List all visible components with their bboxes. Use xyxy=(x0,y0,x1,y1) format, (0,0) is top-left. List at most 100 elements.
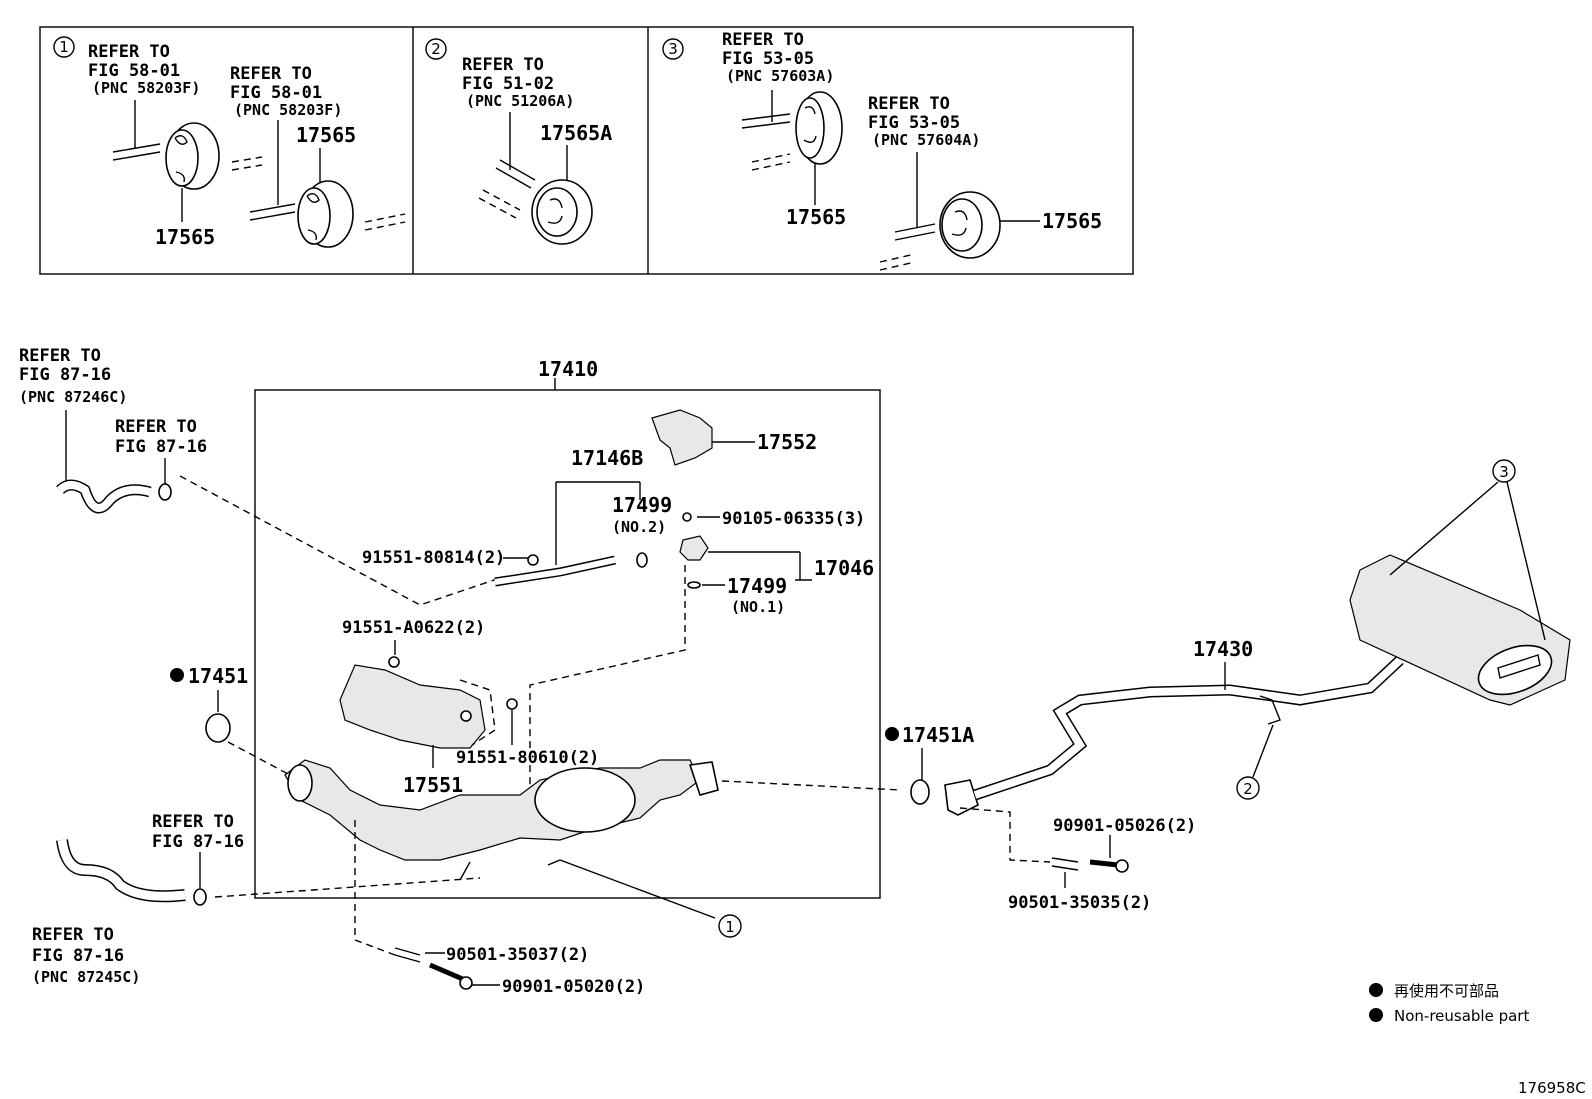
label-17430: 17430 xyxy=(1193,637,1253,661)
inset-1-ref-b-line2: FIG 58-01 xyxy=(230,83,322,103)
legend-en: Non-reusable part xyxy=(1394,1007,1529,1025)
label-91551-80610: 91551-80610(2) xyxy=(456,748,599,768)
label-17146b: 17146B xyxy=(571,446,643,470)
label-90901-05026: 90901-05026(2) xyxy=(1053,816,1196,836)
gasket-icon xyxy=(910,779,930,805)
label-90501-35035: 90501-35035(2) xyxy=(1008,893,1151,913)
figure-id: 176958C xyxy=(1518,1079,1586,1097)
non-reusable-marker-icon xyxy=(885,727,899,741)
converter-assembly xyxy=(284,759,719,919)
inset-1-part-label-a: 17565 xyxy=(155,225,215,249)
label-90501-35037: 90501-35037(2) xyxy=(446,945,589,965)
inset-1-number: 1 xyxy=(59,38,69,56)
part-17046: 90105-06335(3) 17046 17499 (NO.1) xyxy=(529,509,874,810)
label-17451: 17451 xyxy=(188,664,248,688)
ref-87-16-lower-line1: REFER TO xyxy=(152,812,234,832)
label-no1: (NO.1) xyxy=(731,598,785,616)
label-91551-a0622: 91551-A0622(2) xyxy=(342,618,485,638)
inset-frame xyxy=(39,26,1134,275)
bolt-icon xyxy=(388,656,400,668)
gasket-icon xyxy=(636,552,648,568)
label-90105: 90105-06335(3) xyxy=(722,509,865,529)
inset-3-number-circle xyxy=(662,38,684,60)
label-17046: 17046 xyxy=(814,556,874,580)
part-17430: 17430 2 3 xyxy=(973,459,1571,801)
ref-87246c-line2: FIG 87-16 xyxy=(19,365,111,385)
inset-3-ref-b-line2: FIG 53-05 xyxy=(868,113,960,133)
inset-3-ref-a-line3: (PNC 57603A) xyxy=(726,67,834,85)
right-bolts: 90901-05026(2) 90501-35035(2) xyxy=(959,807,1196,913)
callout-2-number: 2 xyxy=(1243,780,1253,798)
inset-2-number-circle xyxy=(425,38,447,60)
label-17552: 17552 xyxy=(757,430,817,454)
non-reusable-marker-icon xyxy=(1369,1008,1383,1022)
callout-1-circle xyxy=(718,914,742,938)
part-17451a: 17451A xyxy=(721,723,979,816)
inset-2-ref-line2: FIG 51-02 xyxy=(462,74,554,94)
inset-2-part-label: 17565A xyxy=(540,121,612,145)
callout-1: 1 xyxy=(718,914,742,938)
ref-87-16-upper-line2: FIG 87-16 xyxy=(115,437,207,457)
callout-1-number: 1 xyxy=(725,918,735,936)
callout-3-circle xyxy=(1492,459,1516,483)
assembly-label: 17410 xyxy=(538,357,598,381)
bolt-icon xyxy=(459,976,473,990)
ref-87246c-line1: REFER TO xyxy=(19,346,101,366)
sensor-union-icon xyxy=(679,535,709,561)
bolt-icon xyxy=(1115,859,1129,873)
inset-2: 2 REFER TO FIG 51-02 (PNC 51206A) 17565A xyxy=(425,38,612,245)
inset-1-ref-a-line1: REFER TO xyxy=(88,42,170,62)
label-17499-no2: 17499 xyxy=(612,493,672,517)
part-17146b: 17146B 17499 (NO.2) 91551-80814(2) xyxy=(362,446,672,587)
label-no2: (NO.2) xyxy=(612,518,666,536)
inset-3-ref-a-line2: FIG 53-05 xyxy=(722,49,814,69)
inset-2-number: 2 xyxy=(431,40,441,58)
callout-3-number: 3 xyxy=(1499,463,1509,481)
legend-jp: 再使用不可部品 xyxy=(1394,982,1499,1000)
hose-clamp-icon xyxy=(158,483,172,501)
inset-3-part-label-b: 17565 xyxy=(1042,209,1102,233)
part-17552: 17552 xyxy=(651,409,817,466)
inset-1-ref-b-line3: (PNC 58203F) xyxy=(234,101,342,119)
catalytic-converter-icon xyxy=(284,759,701,861)
inset-1-ref-a-line3: (PNC 58203F) xyxy=(92,79,200,97)
inset-2-ref-line1: REFER TO xyxy=(462,55,544,75)
flange-icon xyxy=(944,779,979,816)
inset-3-part-label-a: 17565 xyxy=(786,205,846,229)
inset-1-number-circle xyxy=(53,36,75,58)
gasket-icon xyxy=(687,581,701,589)
non-reusable-marker-icon xyxy=(170,668,184,682)
ref-87245c-line3: (PNC 87245C) xyxy=(32,968,140,986)
ref-87-16-lower-line2: FIG 87-16 xyxy=(152,832,244,852)
part-17451: 17451 xyxy=(170,664,291,776)
callout-2-circle xyxy=(1236,776,1260,800)
hose-references: REFER TO FIG 87-16 (PNC 87246C) REFER TO… xyxy=(19,346,501,986)
gasket-icon xyxy=(205,713,231,743)
label-17451a: 17451A xyxy=(902,723,974,747)
inset-3: 3 REFER TO FIG 53-05 (PNC 57603A) REFER … xyxy=(662,30,1102,271)
heat-insulator-icon xyxy=(339,664,486,749)
inset-3-ref-a-line1: REFER TO xyxy=(722,30,804,50)
inset-3-number: 3 xyxy=(668,40,678,58)
inset-2-ref-line3: (PNC 51206A) xyxy=(466,92,574,110)
bolt-icon xyxy=(682,512,692,522)
ref-87245c-line1: REFER TO xyxy=(32,925,114,945)
lower-bolts: 90501-35037(2) 90901-05020(2) xyxy=(354,820,645,997)
hose-clamp-icon xyxy=(193,888,207,906)
label-91551-80814: 91551-80814(2) xyxy=(362,548,505,568)
ref-87246c-line3: (PNC 87246C) xyxy=(19,388,127,406)
inset-3-ref-b-line1: REFER TO xyxy=(868,94,950,114)
legend: 再使用不可部品 Non-reusable part xyxy=(1369,982,1529,1025)
assembly-17410-frame: 17410 xyxy=(254,357,881,899)
inset-3-ref-b-line3: (PNC 57604A) xyxy=(872,131,980,149)
label-90901-05020: 90901-05020(2) xyxy=(502,977,645,997)
label-17499-no1: 17499 xyxy=(727,574,787,598)
heat-insulator-icon xyxy=(651,409,713,466)
ref-87-16-upper-line1: REFER TO xyxy=(115,417,197,437)
bolt-icon xyxy=(527,554,539,566)
part-17551: 91551-A0622(2) 91551-80610(2) 17551 xyxy=(339,618,599,797)
inset-1: 1 REFER TO FIG 58-01 (PNC 58203F) REFER … xyxy=(53,36,406,249)
label-17551: 17551 xyxy=(403,773,463,797)
